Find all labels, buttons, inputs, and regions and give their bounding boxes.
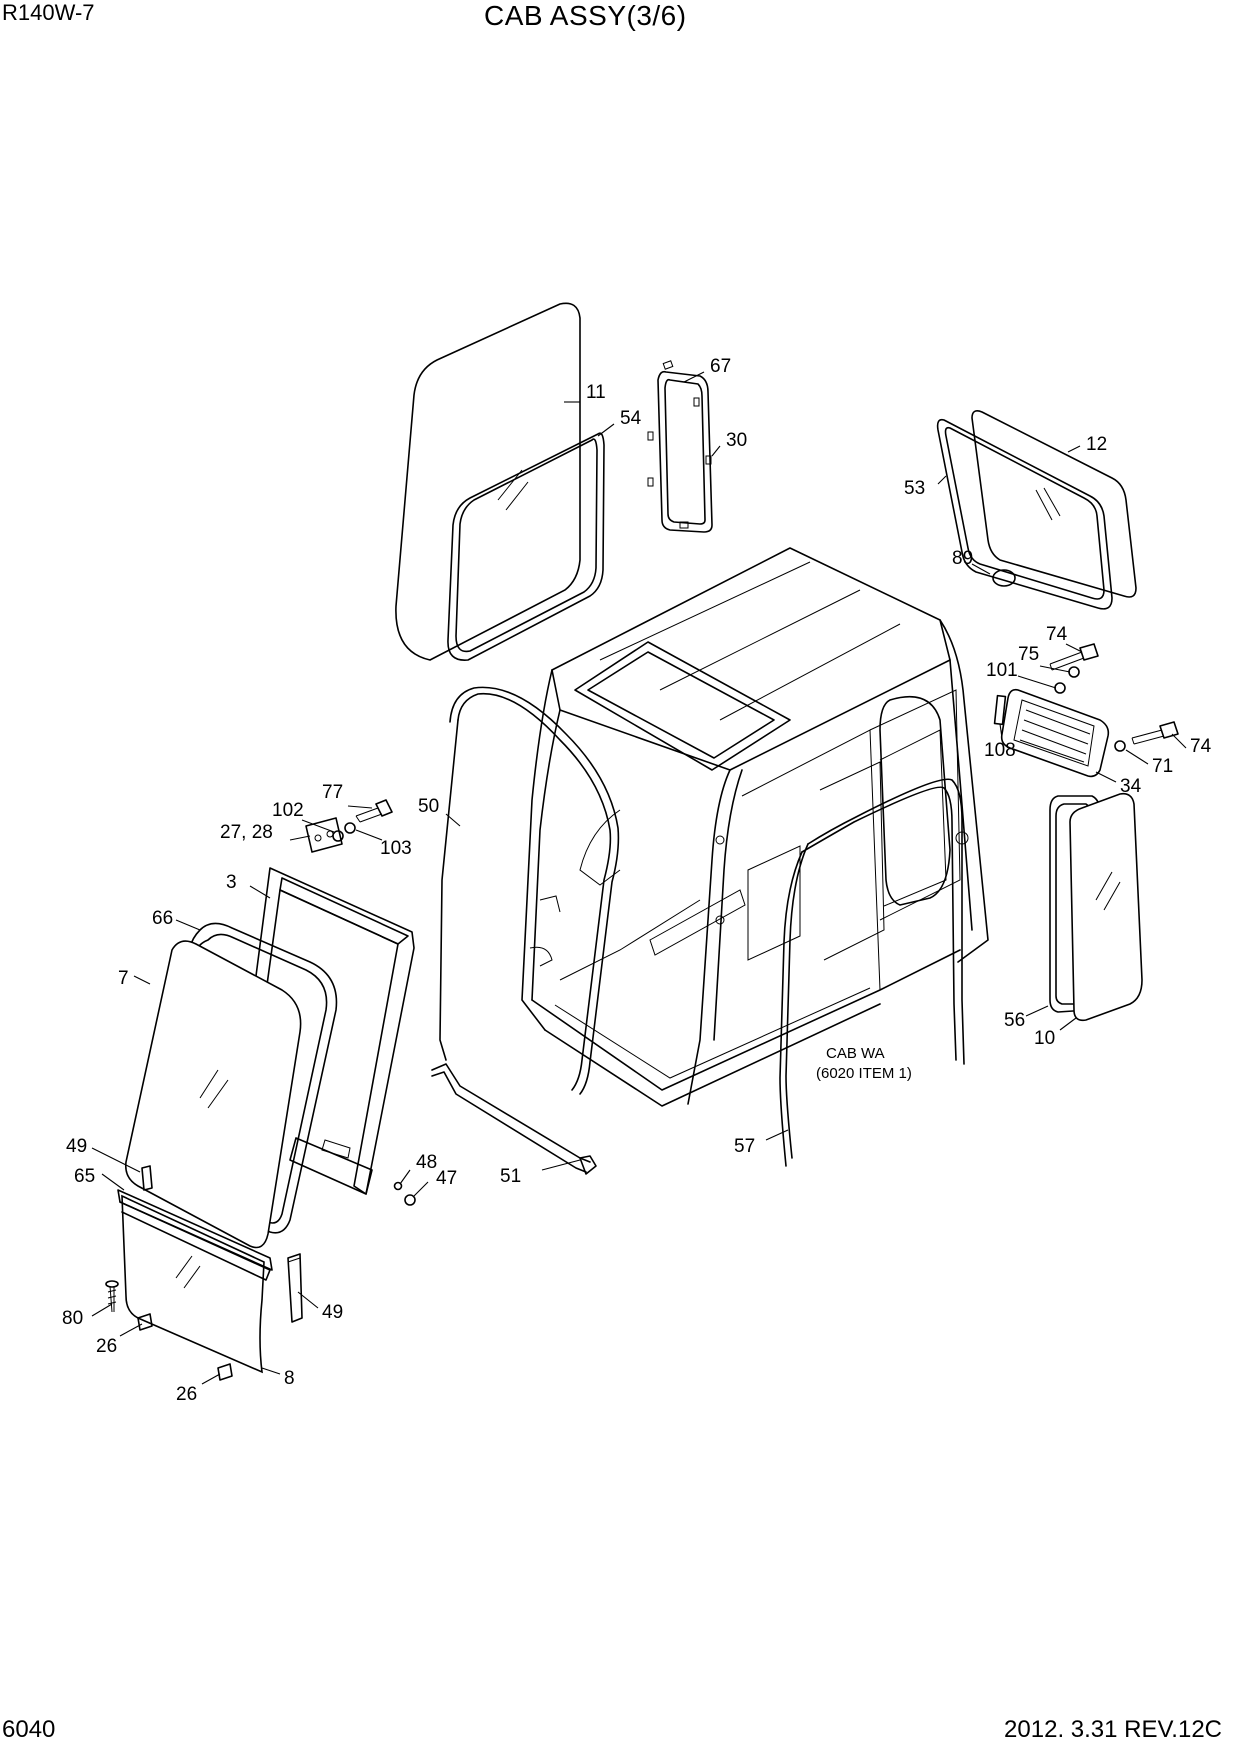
callout-26-upper: 26 xyxy=(96,1336,117,1357)
page-number: 6040 xyxy=(2,1716,56,1743)
vent-grille-34 xyxy=(1000,688,1110,778)
callout-48: 48 xyxy=(416,1152,437,1173)
callout-75: 75 xyxy=(1018,644,1039,665)
door-seal-50 xyxy=(439,686,620,1095)
callout-77: 77 xyxy=(322,782,343,803)
callout-102: 102 xyxy=(272,800,304,821)
page-title: CAB ASSY(3/6) xyxy=(484,0,687,31)
side-glass-12 xyxy=(971,410,1137,598)
callout-101: 101 xyxy=(986,660,1018,681)
cab-wa-note-line2: (6020 ITEM 1) xyxy=(816,1065,912,1082)
cab-body xyxy=(521,547,989,1107)
callout-89: 89 xyxy=(952,548,973,569)
callout-7: 7 xyxy=(118,968,129,989)
callout-53: 53 xyxy=(904,478,925,499)
cab-wa-note-line1: CAB WA xyxy=(826,1045,885,1062)
callout-74-upper: 74 xyxy=(1046,624,1068,645)
callout-10: 10 xyxy=(1034,1028,1055,1049)
front-seal-57 xyxy=(779,778,965,1167)
nut-48 xyxy=(393,1181,403,1191)
washer-102 xyxy=(332,830,344,842)
callout-66: 66 xyxy=(152,908,173,929)
callout-71: 71 xyxy=(1152,756,1173,777)
washer-71 xyxy=(1114,740,1126,752)
revision-date: 2012. 3.31 REV.12C xyxy=(1004,1716,1222,1743)
nut-47 xyxy=(404,1194,416,1206)
washer-75 xyxy=(1068,666,1080,678)
callout-103: 103 xyxy=(380,838,412,859)
rod-51 xyxy=(431,1063,597,1175)
callout-65: 65 xyxy=(74,1166,95,1187)
callout-12: 12 xyxy=(1086,434,1107,455)
slider-49-lower xyxy=(287,1253,303,1323)
lower-glass-8 xyxy=(121,1194,265,1374)
part-89 xyxy=(992,569,1016,587)
callout-51: 51 xyxy=(500,1166,521,1187)
callout-34: 34 xyxy=(1120,776,1142,797)
callout-57: 57 xyxy=(734,1136,755,1157)
molding-65 xyxy=(117,1189,273,1281)
leader-lines xyxy=(91,371,1187,1385)
callout-67: 67 xyxy=(710,356,731,377)
callout-80: 80 xyxy=(62,1308,83,1329)
callout-27-28: 27, 28 xyxy=(220,822,273,843)
callout-30: 30 xyxy=(726,430,747,451)
model-number: R140W-7 xyxy=(2,0,95,25)
callout-49-upper: 49 xyxy=(66,1136,87,1157)
callout-49-lower: 49 xyxy=(322,1302,343,1323)
callout-54: 54 xyxy=(620,408,642,429)
callout-108: 108 xyxy=(984,740,1016,761)
callout-8: 8 xyxy=(284,1368,295,1389)
bolt-74-lower xyxy=(1131,721,1179,745)
callout-74-lower: 74 xyxy=(1190,736,1212,757)
glass-seal-54 xyxy=(447,432,605,661)
callout-50: 50 xyxy=(418,796,439,817)
side-glass-11 xyxy=(395,302,581,661)
clip-26-b xyxy=(217,1363,233,1381)
door-glass-7 xyxy=(124,940,302,1249)
washer-103 xyxy=(344,822,356,834)
callout-3: 3 xyxy=(226,872,237,893)
washer-101 xyxy=(1054,682,1066,694)
rear-side-glass-10 xyxy=(1069,792,1143,1022)
bolt-77 xyxy=(355,799,393,823)
callout-56: 56 xyxy=(1004,1010,1025,1031)
callout-26-lower: 26 xyxy=(176,1384,197,1405)
screw-80 xyxy=(105,1280,119,1313)
glass-seal-53 xyxy=(936,418,1113,610)
slider-49-upper xyxy=(141,1165,153,1191)
part-108 xyxy=(993,694,1007,726)
bolt-74-upper xyxy=(1049,643,1099,671)
small-glass-67 xyxy=(647,360,713,533)
callout-11: 11 xyxy=(586,382,606,403)
callout-47: 47 xyxy=(436,1168,457,1189)
